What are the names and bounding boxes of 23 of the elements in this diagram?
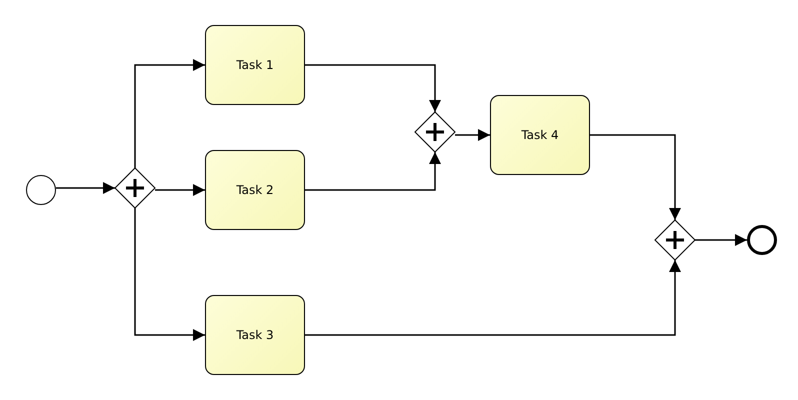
task-box xyxy=(490,95,590,175)
arrow xyxy=(134,59,205,168)
arrow xyxy=(590,134,681,220)
start-event-circle xyxy=(26,175,56,205)
task-label: Task 2 xyxy=(236,183,274,197)
task-box xyxy=(205,295,305,375)
parallel-gateway-diamond xyxy=(115,168,155,208)
arrow xyxy=(455,129,490,141)
arrow xyxy=(155,184,205,196)
parallel-gateway-diamond xyxy=(655,220,695,260)
arrow xyxy=(695,234,747,246)
end-event-circle xyxy=(747,225,777,255)
task-box xyxy=(205,25,305,105)
arrow xyxy=(56,182,115,194)
arrow xyxy=(305,152,441,191)
parallel-gateway-diamond xyxy=(415,112,455,152)
task-box xyxy=(205,150,305,230)
task-label: Task 3 xyxy=(236,328,274,342)
arrow xyxy=(134,208,205,341)
arrow xyxy=(305,64,441,112)
task-label: Task 4 xyxy=(521,128,559,142)
arrow xyxy=(305,260,681,336)
task-label: Task 1 xyxy=(236,58,274,72)
